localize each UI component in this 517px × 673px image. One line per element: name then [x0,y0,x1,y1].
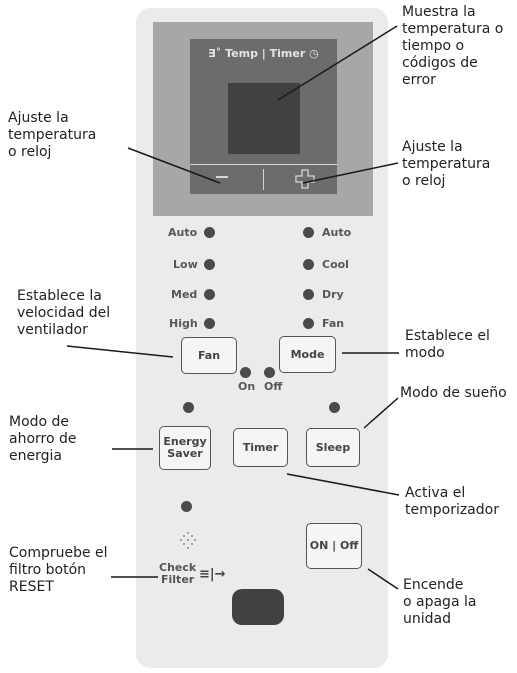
display-screen: ∃˚ Temp | Timer ◷ [190,39,337,194]
fan-high-indicator [204,318,215,329]
annotation-energy: Modo de ahorro de energia [9,414,77,464]
filter-indicator [181,501,192,512]
check-filter-label: Check Filter [159,561,197,586]
mode-dry-indicator [303,289,314,300]
fan-speed-label: Med [171,288,198,301]
timer-off-indicator [264,367,275,378]
leader-timer [286,473,400,496]
leader-display [277,25,398,101]
leader-minus [127,147,221,184]
digit-display [228,83,300,154]
timer-on-indicator [240,367,251,378]
mode-fan-indicator [303,318,314,329]
reset-arrow-icon: ≡|→ [199,567,226,582]
minus-button[interactable] [216,176,228,178]
screen-divider [190,164,337,165]
annotation-sleep: Modo de sueño [400,385,507,401]
sleep-button[interactable]: Sleep [306,428,360,467]
timer-on-label: On [238,380,256,393]
annotation-display: Muestra la temperatura o tiempo o código… [402,4,504,88]
timer-button[interactable]: Timer [233,428,288,467]
fan-speed-label: Low [173,258,198,271]
mode-label: Auto [322,226,352,239]
annotation-power: Encende o apaga la unidad [403,577,477,627]
fan-low-indicator [204,259,215,270]
plus-button[interactable] [294,168,316,190]
mode-button[interactable]: Mode [279,336,336,373]
annotation-timer: Activa el temporizador [405,485,499,518]
mode-label: Cool [322,258,349,271]
leader-fan [66,345,174,358]
annotation-minus: Ajuste la temperatura o reloj [8,110,97,160]
leader-plus [302,162,399,184]
thermometer-icon: ∃˚ [208,47,222,60]
check-filter-reset-button[interactable] [232,589,284,625]
annotation-plus: Ajuste la temperatura o reloj [402,139,491,189]
annotation-filter: Compruebe el filtro botón RESET [9,545,108,595]
fan-speed-label: Auto [168,226,198,239]
leader-power [367,568,399,590]
clock-icon: ◷ [309,47,319,60]
timer-off-label: Off [264,380,283,393]
button-separator [263,169,264,190]
display-title: ∃˚ Temp | Timer ◷ [208,47,319,60]
energy-saver-button[interactable]: Energy Saver [159,426,211,470]
annotation-fan: Establece la velocidad del ventilador [17,288,111,338]
fan-button[interactable]: Fan [181,337,237,374]
power-button[interactable]: ON | Off [306,523,362,569]
mode-cool-indicator [303,259,314,270]
fan-med-indicator [204,289,215,300]
mode-label: Fan [322,317,345,330]
filter-dots-icon [180,532,196,549]
fan-auto-indicator [204,227,215,238]
fan-speed-label: High [169,317,198,330]
annotation-mode: Establece el modo [405,328,490,361]
mode-auto-indicator [303,227,314,238]
sleep-indicator [329,402,340,413]
mode-label: Dry [322,288,344,301]
leader-sleep [363,397,399,429]
energy-saver-indicator [183,402,194,413]
